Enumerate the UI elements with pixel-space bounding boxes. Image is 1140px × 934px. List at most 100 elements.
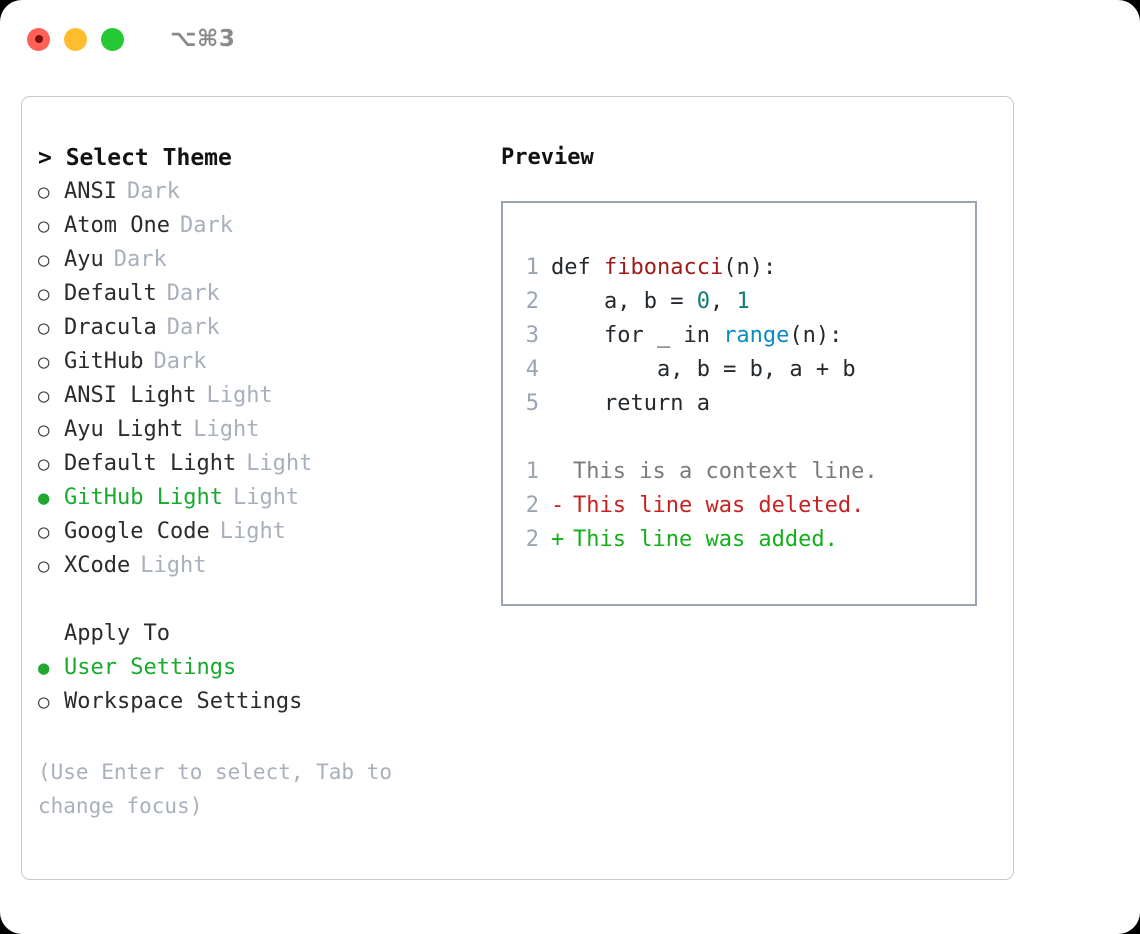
radio-unselected-icon[interactable]: ○ — [38, 249, 50, 271]
code-line: 3 for _ in range(n): — [525, 319, 856, 353]
code-token-plain: a, b = — [551, 289, 697, 314]
keyboard-shortcut-label: ⌥⌘3 — [170, 26, 236, 52]
code-token-fn: fibonacci — [603, 255, 724, 280]
theme-item-9[interactable]: ● GitHub Light Light — [38, 481, 498, 515]
radio-unselected-icon[interactable]: ○ — [38, 419, 50, 441]
apply-to-heading: Apply To — [64, 621, 170, 646]
theme-variant-badge: Dark — [166, 315, 220, 340]
preview-heading: Preview — [501, 145, 594, 170]
code-token-plain: (n): — [723, 255, 777, 280]
theme-item-label: GitHub — [64, 349, 144, 374]
code-line-number: 2 — [525, 289, 539, 314]
theme-item-label: XCode — [64, 553, 131, 578]
apply-to-item-label: User Settings — [64, 655, 237, 680]
select-theme-heading: > Select Theme — [38, 145, 232, 171]
radio-unselected-icon[interactable]: ○ — [38, 215, 50, 237]
radio-unselected-icon[interactable]: ○ — [38, 385, 50, 407]
code-line-number: 1 — [525, 255, 539, 280]
diff-line-text: This line was deleted. — [573, 493, 865, 518]
code-line: 1 def fibonacci(n): — [525, 251, 856, 285]
theme-item-label: ANSI Light — [64, 383, 197, 408]
code-line: 5 return a — [525, 387, 856, 421]
theme-item-label: Default — [64, 281, 157, 306]
code-token-plain: for _ in — [551, 323, 724, 348]
theme-item-4[interactable]: ○ Dracula Dark — [38, 311, 498, 345]
code-token-plain: a, b = b, a + b — [551, 357, 856, 382]
radio-unselected-icon[interactable]: ○ — [38, 283, 50, 305]
theme-variant-badge: Dark — [153, 349, 207, 374]
diff-line-number: 2 — [525, 527, 539, 552]
keyboard-hint-text: (Use Enter to select, Tab to change focu… — [38, 760, 393, 818]
theme-item-label: GitHub Light — [64, 485, 223, 510]
theme-item-label: Ayu — [64, 247, 104, 272]
theme-variant-badge: Dark — [126, 179, 180, 204]
theme-item-5[interactable]: ○ GitHub Dark — [38, 345, 498, 379]
theme-variant-badge: Dark — [113, 247, 167, 272]
radio-selected-icon[interactable]: ● — [38, 657, 50, 679]
code-token-num: 0 — [696, 289, 710, 314]
window-controls — [27, 27, 124, 51]
code-token-plain: return a — [551, 391, 710, 416]
code-line: 2 a, b = 0, 1 — [525, 285, 856, 319]
code-token-plain: def — [551, 255, 604, 280]
theme-item-8[interactable]: ○ Default Light Light — [38, 447, 498, 481]
code-line-number: 3 — [525, 323, 539, 348]
radio-unselected-icon[interactable]: ○ — [38, 453, 50, 475]
diff-sample: 1 This is a context line.2-This line was… — [525, 455, 878, 557]
diff-line-text: This line was added. — [573, 527, 838, 552]
theme-variant-badge: Dark — [166, 281, 220, 306]
maximize-window-button[interactable] — [101, 27, 124, 51]
code-line-number: 4 — [525, 357, 539, 382]
code-token-kw: range — [723, 323, 790, 348]
theme-item-label: Google Code — [64, 519, 210, 544]
radio-unselected-icon[interactable]: ○ — [38, 691, 50, 713]
theme-item-label: Ayu Light — [64, 417, 184, 442]
radio-unselected-icon[interactable]: ○ — [38, 181, 50, 203]
theme-item-label: ANSI — [64, 179, 117, 204]
theme-item-2[interactable]: ○ Ayu Dark — [38, 243, 498, 277]
theme-variant-badge: Light — [193, 417, 260, 442]
theme-item-7[interactable]: ○ Ayu Light Light — [38, 413, 498, 447]
diff-line-text: This is a context line. — [573, 459, 878, 484]
code-token-num: 1 — [736, 289, 750, 314]
radio-unselected-icon[interactable]: ○ — [38, 521, 50, 543]
theme-item-6[interactable]: ○ ANSI Light Light — [38, 379, 498, 413]
radio-selected-icon[interactable]: ● — [38, 487, 50, 509]
diff-line-add: 2 + This line was added. — [525, 523, 878, 557]
close-window-button[interactable] — [27, 27, 50, 51]
radio-unselected-icon[interactable]: ○ — [38, 317, 50, 339]
apply-to-item-1[interactable]: ○Workspace Settings — [38, 685, 498, 719]
code-token-plain: (n): — [789, 323, 843, 348]
code-line: 4 a, b = b, a + b — [525, 353, 856, 387]
theme-variant-badge: Light — [140, 553, 207, 578]
radio-unselected-icon[interactable]: ○ — [38, 555, 50, 577]
theme-item-3[interactable]: ○ Default Dark — [38, 277, 498, 311]
theme-item-11[interactable]: ○ XCode Light — [38, 549, 498, 583]
theme-variant-badge: Light — [232, 485, 300, 510]
diff-line-del: 2-This line was deleted. — [525, 489, 878, 523]
radio-unselected-icon[interactable]: ○ — [38, 351, 50, 373]
diff-line-number: 2 — [525, 493, 539, 518]
diff-line-ctx: 1 This is a context line. — [525, 455, 878, 489]
theme-item-0[interactable]: ○ ANSI Dark — [38, 175, 498, 209]
code-line-number: 5 — [525, 391, 539, 416]
theme-variant-badge: Light — [206, 383, 273, 408]
theme-item-label: Dracula — [64, 315, 157, 340]
diff-line-number: 1 — [525, 459, 539, 484]
theme-item-label: Default Light — [64, 451, 237, 476]
diff-marker: - — [551, 493, 565, 518]
title-bar: ⌥⌘3 — [0, 0, 1140, 78]
apply-to-list[interactable]: ● User Settings ○Workspace Settings — [38, 651, 498, 719]
minimize-window-button[interactable] — [64, 27, 87, 51]
theme-variant-badge: Light — [246, 451, 313, 476]
diff-marker: + — [551, 527, 565, 552]
apply-to-item-0[interactable]: ● User Settings — [38, 651, 498, 685]
